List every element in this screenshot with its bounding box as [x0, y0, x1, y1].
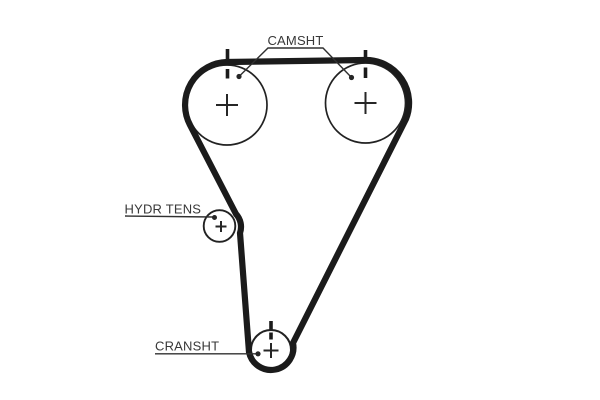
- leader-dots: [212, 73, 355, 357]
- center-cross-icon: [216, 94, 238, 116]
- leader-dot: [236, 73, 242, 80]
- timing-marks: [225, 49, 368, 340]
- center-marks: [215, 92, 377, 358]
- pulleys: [186, 62, 407, 371]
- center-cross-icon: [354, 92, 377, 114]
- leader-dot: [212, 215, 217, 220]
- leader-dot: [255, 351, 261, 357]
- labels: CAMSHT HYDR TENS CRANSHT: [125, 33, 324, 354]
- tensioner-label: HYDR TENS: [125, 202, 202, 217]
- camshaft-leader-line: [238, 47, 353, 78]
- leader-dot: [348, 74, 355, 81]
- camshaft-label: CAMSHT: [267, 33, 323, 48]
- leader-lines: [124, 47, 353, 355]
- tensioner-leader-line: [124, 215, 214, 218]
- center-cross-icon: [263, 343, 279, 358]
- center-cross-icon: [215, 221, 227, 232]
- crankshaft-label: CRANSHT: [155, 339, 219, 354]
